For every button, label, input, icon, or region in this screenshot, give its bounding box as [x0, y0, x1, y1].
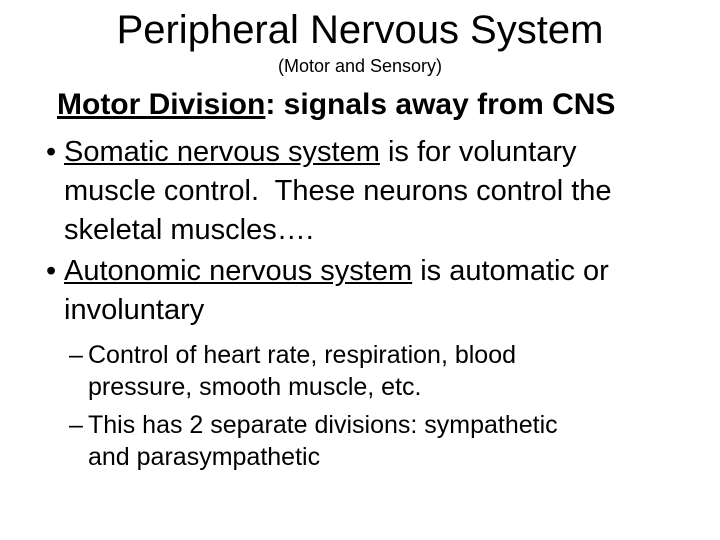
motor-division-heading: Motor Division: signals away from CNS [57, 86, 615, 123]
somatic-rest: is for voluntary [379, 136, 577, 168]
sub-bullet-control-line-2: pressure, smooth muscle, etc. [88, 373, 422, 401]
bullet-autonomic-line-2: involuntary [64, 294, 205, 326]
bullet-somatic: • Somatic nervous system is for voluntar… [46, 133, 612, 250]
autonomic-term: Autonomic nervous system [64, 255, 413, 287]
slide-subtitle: (Motor and Sensory) [277, 56, 443, 76]
bullet-autonomic: • Autonomic nervous system is automatic … [46, 252, 609, 330]
motor-division-rest: : signals away from CNS [265, 88, 616, 121]
sub-bullet-divisions-line-2: and parasympathetic [88, 443, 321, 471]
somatic-term: Somatic nervous system [64, 136, 380, 168]
bullet-dot-icon: • [46, 255, 57, 287]
sub-bullet-control: – Control of heart rate, respiration, bl… [69, 339, 517, 403]
motor-division-term: Motor Division [57, 88, 266, 121]
bullet-autonomic-line-1: Autonomic nervous system is automatic or [64, 252, 609, 291]
sub-bullet-control-line-1: Control of heart rate, respiration, bloo… [88, 341, 517, 369]
bullet-somatic-line-1: Somatic nervous system is for voluntary [64, 133, 612, 172]
autonomic-rest: is automatic or [412, 255, 609, 287]
bullet-dot-icon: • [46, 136, 57, 168]
slide-title: Peripheral Nervous System [116, 8, 604, 52]
dash-icon: – [69, 341, 83, 369]
dash-icon: – [69, 411, 83, 439]
sub-bullet-divisions: – This has 2 separate divisions: sympath… [69, 409, 558, 473]
bullet-somatic-line-3: skeletal muscles…. [64, 214, 314, 246]
sub-bullet-divisions-line-1: This has 2 separate divisions: sympathet… [88, 411, 558, 439]
bullet-somatic-line-2: muscle control. These neurons control th… [64, 175, 612, 207]
